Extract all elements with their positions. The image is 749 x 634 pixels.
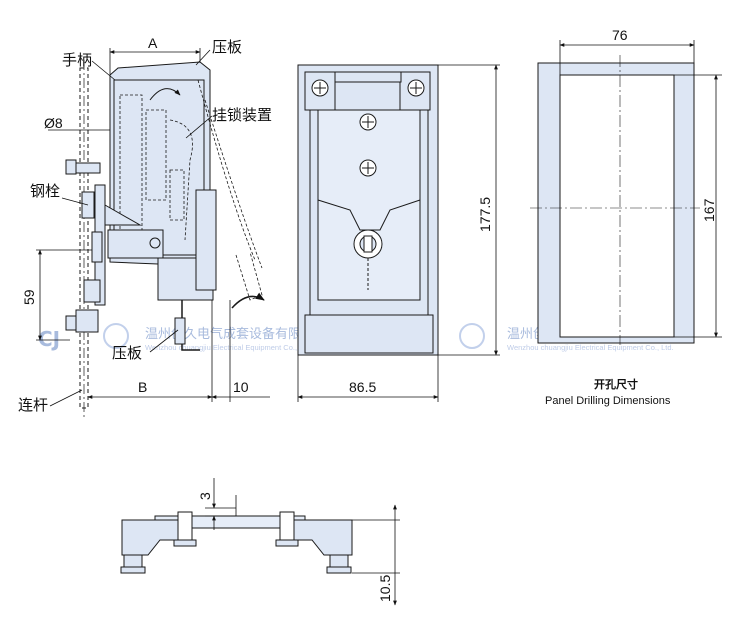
- dim-10: 10: [233, 379, 249, 395]
- dim-86-5: 86.5: [349, 379, 376, 395]
- front-dimensions: [297, 64, 500, 402]
- panel-cutout-title-cn: 开孔尺寸: [594, 377, 638, 391]
- dim-10-5: 10.5: [377, 575, 393, 602]
- label-diameter: Ø8: [44, 115, 63, 131]
- dim-76: 76: [612, 27, 628, 43]
- bottom-view: [120, 511, 353, 574]
- watermark-left: CJ 温州创久电气成套设备有限公司 Wenzhou chuangjiu Elec…: [38, 323, 327, 352]
- link-rod: [79, 60, 89, 420]
- svg-text:CJ: CJ: [38, 327, 60, 351]
- dim-3: 3: [197, 492, 213, 500]
- dim-167: 167: [701, 198, 717, 222]
- label-handle: 手柄: [62, 51, 92, 69]
- label-pressure-plate-top: 压板: [212, 38, 242, 56]
- watermark-en: Wenzhou chuangjiu Electrical Equipment C…: [507, 343, 674, 352]
- label-hanging-lock: 挂锁装置: [212, 106, 272, 124]
- watermark-en: Wenzhou chuangjiu Electrical Equipment C…: [145, 343, 312, 352]
- panel-cutout-title-en: Panel Drilling Dimensions: [545, 395, 671, 407]
- side-labels: 手柄 压板 挂锁装置 Ø8 钢栓 压板 连杆 A B 10 59: [18, 35, 272, 414]
- label-link-rod: 连杆: [18, 396, 48, 414]
- label-steel-bolt: 钢栓: [30, 182, 60, 200]
- label-pressure-plate-bottom: 压板: [112, 344, 142, 362]
- bottom-dimensions: [205, 478, 400, 606]
- side-view: [65, 60, 265, 420]
- watermark-cn: 温州创久电气成套设备有限公司: [145, 326, 327, 342]
- dim-59: 59: [21, 289, 37, 305]
- bolt-group: [65, 159, 164, 333]
- side-dimensions: [36, 48, 270, 402]
- dim-b: B: [138, 379, 147, 395]
- panel-cutout: [530, 55, 700, 345]
- front-view: [297, 64, 439, 356]
- cutout-dimensions: [559, 40, 722, 338]
- dim-a: A: [148, 35, 158, 51]
- dim-177-5: 177.5: [477, 197, 493, 232]
